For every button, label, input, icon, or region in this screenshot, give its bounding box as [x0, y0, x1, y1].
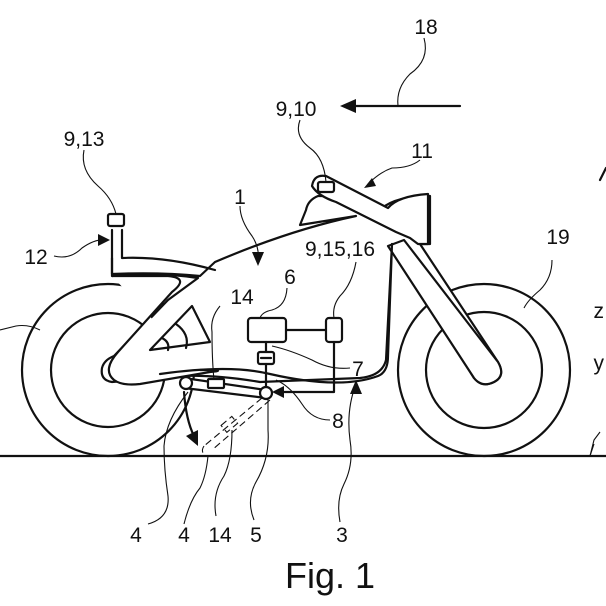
tail-section	[110, 228, 217, 276]
label-18: 18	[414, 16, 437, 39]
label-1: 1	[234, 186, 246, 209]
unit-8-box	[256, 350, 276, 366]
label-11: 11	[411, 140, 433, 163]
side-stand	[178, 375, 274, 401]
label-14: 14	[230, 286, 254, 309]
label-6: 6	[284, 266, 296, 289]
leader-arrow-12	[98, 234, 110, 246]
label-7: 7	[352, 358, 364, 381]
label-8: 8	[332, 410, 344, 433]
leader-arrow-1	[252, 252, 264, 266]
axis-label-z: z	[594, 300, 605, 323]
leader-arrow-11	[364, 178, 376, 188]
label-19: 19	[546, 226, 569, 249]
label-3: 3	[336, 524, 348, 547]
label-5: 5	[250, 524, 262, 547]
front-wheel	[396, 282, 572, 458]
axis-label-y: y	[594, 352, 605, 375]
label-12: 12	[24, 246, 47, 269]
underbody-line	[158, 242, 394, 384]
figure-caption: Fig. 1	[285, 555, 375, 596]
leader-lines	[0, 37, 601, 525]
label-9-15-16: 9,15,16	[305, 238, 375, 261]
label-4: 4	[130, 524, 142, 547]
control-unit-6	[246, 316, 288, 344]
leader-arrow-3	[350, 380, 362, 394]
rear-fairing-wedge	[148, 304, 212, 352]
front-cowl	[310, 174, 430, 246]
label-4-deployed: 4	[178, 524, 190, 547]
sensor-line-to-joint	[280, 340, 336, 394]
label-9-13: 9,13	[64, 128, 105, 151]
label-9-10: 9,10	[276, 98, 317, 121]
sensor-rear-box	[106, 212, 126, 228]
sensor-front-box	[316, 180, 336, 194]
axis-arrow-partial	[598, 166, 606, 182]
label-14-deployed: 14	[208, 524, 232, 547]
deploy-arrow-head	[186, 430, 198, 446]
rear-swingarm	[107, 274, 220, 386]
sensor-center-box	[324, 316, 344, 344]
joint-arrow-head	[272, 386, 284, 398]
side-stand-deployed	[201, 397, 271, 457]
front-fork	[386, 238, 503, 386]
direction-arrow-head	[340, 99, 356, 113]
